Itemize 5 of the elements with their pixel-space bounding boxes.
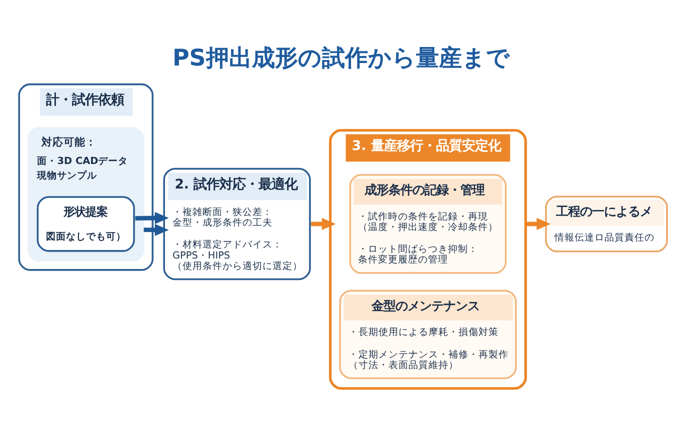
arrow: [526, 218, 551, 230]
arrow: [311, 218, 336, 230]
arrow: [135, 212, 169, 224]
arrow: [144, 224, 169, 236]
diagram-title: PS押出成形の試作から量産まで: [172, 46, 510, 72]
